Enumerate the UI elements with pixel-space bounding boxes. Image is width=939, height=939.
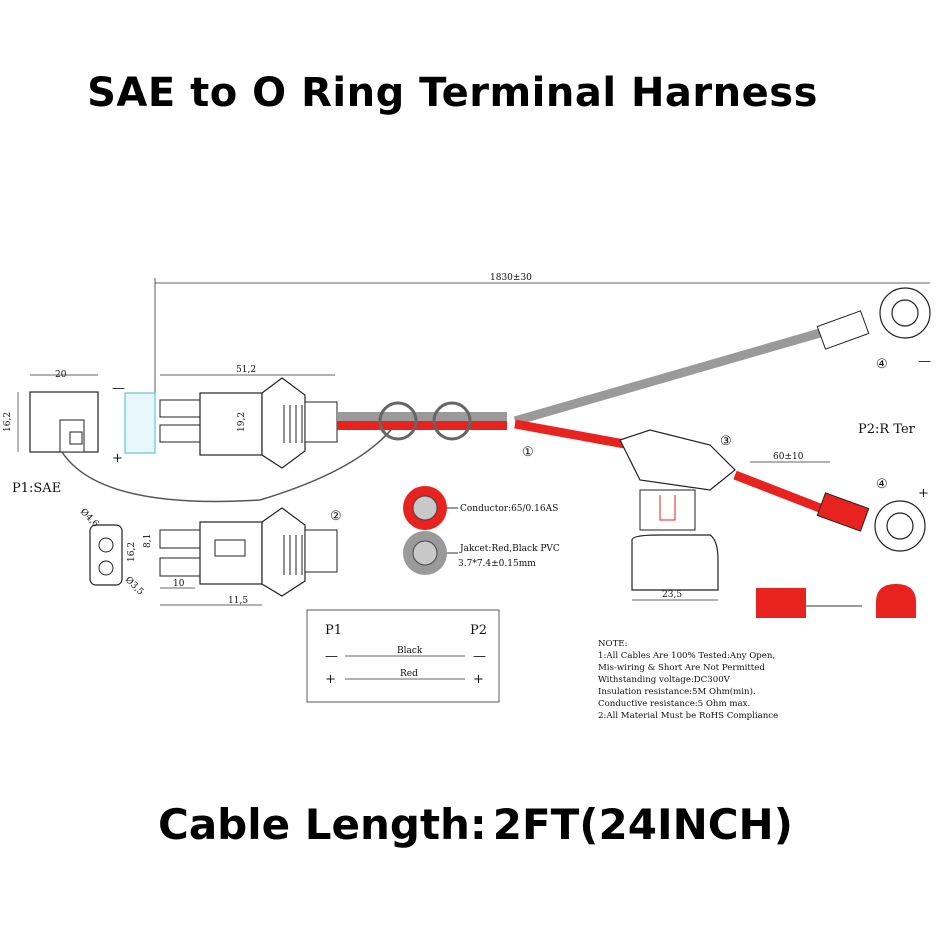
callouts: ① ② ③ ④ ④: [330, 357, 888, 524]
row-red-right: +: [473, 672, 484, 687]
lead-length-dim: 60±10: [773, 452, 804, 462]
note-line-7: 2:All Material Must be RoHS Compliance: [598, 711, 778, 721]
sae-width-dim: 20: [55, 370, 67, 380]
callout-4a: ④: [876, 357, 888, 372]
page-title: SAE to O Ring Terminal Harness: [87, 70, 818, 116]
sae-side-view: Ø4,6 Ø3,5 16,2 8,1 10 11,5: [78, 506, 338, 606]
row-black-right: —: [473, 649, 486, 664]
note-line-3: Mis-wiring & Short Are Not Permitted: [598, 663, 765, 673]
sae-height-dim: 16,2: [3, 412, 13, 432]
sae-plus-sign: +: [112, 451, 123, 466]
note-line-6: Conductive resistance:5 Ohm max.: [598, 699, 750, 709]
table-p1: P1: [325, 623, 342, 638]
conductor-spec: Conductor:65/0.16AS: [460, 504, 558, 514]
callout-1: ①: [522, 445, 534, 460]
side-w2-dim: 11,5: [228, 596, 248, 606]
note-line-4: Withstanding voltage:DC300V: [598, 675, 731, 685]
cable-length-label: Cable Length:: [158, 800, 487, 849]
p2-label: P2:R Ter: [858, 422, 916, 437]
jacket-spec-1: Jakcet:Red,Black PVC: [459, 544, 560, 554]
side-h1-dim: 16,2: [127, 542, 137, 562]
note-line-1: NOTE:: [598, 639, 628, 649]
sae-body-height-dim: 19,2: [237, 412, 247, 432]
sae-connector: 51,2 19,2 — +: [112, 365, 338, 469]
notes: NOTE: 1:All Cables Are 100% Tested:Any O…: [598, 639, 778, 721]
note-line-2: 1:All Cables Are 100% Tested:Any Open,: [598, 651, 775, 661]
wiring-table: P1 P2 — Black — + Red +: [306, 609, 500, 703]
side-w1-dim: 10: [173, 579, 185, 589]
callout-4b: ④: [876, 477, 888, 492]
fuse-holder: 23,5: [619, 429, 736, 601]
p1-label: P1:SAE: [12, 481, 61, 496]
negative-ring-terminal: —: [816, 287, 931, 369]
positive-lead: 60±10 +: [733, 452, 929, 552]
row-black-wire: Black: [397, 646, 423, 656]
total-length-label: 1830±30: [490, 273, 532, 283]
sae-minus-sign: —: [112, 381, 125, 396]
main-cable: [337, 328, 822, 450]
cable-cross-section: Conductor:65/0.16AS Jakcet:Red,Black PVC…: [403, 486, 560, 575]
side-h2-dim: 8,1: [143, 534, 153, 548]
cable-length-value: 2FT(24INCH): [492, 800, 793, 849]
callout-3: ③: [720, 434, 732, 449]
row-black-left: —: [325, 649, 338, 664]
ring-minus-sign: —: [918, 354, 931, 369]
fuse-cap-dim: 23,5: [662, 590, 682, 600]
row-red-left: +: [325, 672, 336, 687]
cable-length-caption: Cable Length:2FT(24INCH): [158, 800, 793, 849]
table-p2: P2: [470, 623, 487, 638]
sae-end-view: 20 16,2: [3, 370, 396, 503]
callout-2: ②: [330, 509, 342, 524]
sae-body-length-dim: 51,2: [236, 365, 256, 375]
jacket-spec-2: 3.7*7.4±0.15mm: [458, 559, 536, 569]
ring-plus-sign: +: [918, 486, 929, 501]
red-accessories: [756, 584, 916, 618]
note-line-5: Insulation resistance:5M Ohm(min).: [598, 686, 756, 697]
row-red-wire: Red: [400, 669, 418, 679]
side-d2-dim: Ø3,5: [123, 574, 146, 597]
